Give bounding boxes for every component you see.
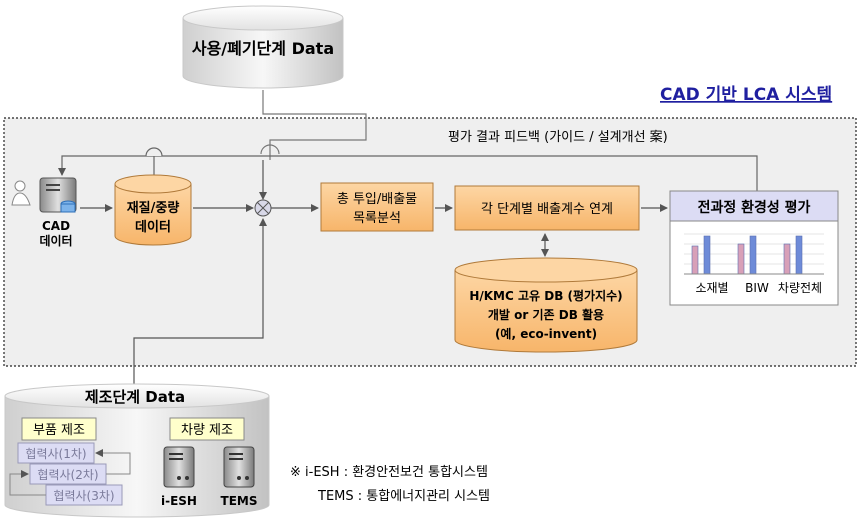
db-label-1: H/KMC 고유 DB (평가지수) xyxy=(469,288,622,303)
junction-node xyxy=(254,199,272,217)
mini-chart-bar xyxy=(795,235,803,275)
crossover-hump-1 xyxy=(260,144,280,155)
feedback-line xyxy=(58,155,758,191)
assessment-label-material: 소재별 xyxy=(695,281,728,295)
manufacturing-title: 제조단계 Data xyxy=(85,388,185,406)
assessment-title: 전과정 환경성 평가 xyxy=(698,199,811,216)
crossover-hump-2 xyxy=(145,147,163,157)
mini-chart-bar xyxy=(783,243,791,275)
assessment-label-biw: BIW xyxy=(745,281,769,295)
supplier-arrow-2 xyxy=(9,470,46,496)
feedback-label: 평가 결과 피드백 (가이드 / 설계개선 案) xyxy=(448,130,668,145)
usage-data-label: 사용/폐기단계 Data xyxy=(192,39,334,58)
material-label-1: 재질/중량 xyxy=(127,201,180,216)
supplier-1-box xyxy=(17,442,95,464)
vehicle-label: 차량 제조 xyxy=(181,423,233,438)
tems-label: TEMS xyxy=(221,494,258,508)
mini-chart-bar xyxy=(703,235,711,275)
assessment-label-vehicle: 차량전체 xyxy=(778,281,822,295)
db-label-3: (예, eco-invent) xyxy=(495,326,597,341)
inventory-label-2: 목록분석 xyxy=(353,211,401,226)
cad-label-1: CAD xyxy=(42,219,70,233)
iesh-server-icon xyxy=(163,446,195,488)
inventory-box xyxy=(320,182,434,232)
supplier-3-label: 협력사(3차) xyxy=(53,489,114,503)
vehicle-badge xyxy=(169,417,245,441)
usage-connector xyxy=(262,90,367,154)
assessment-mini-chart xyxy=(684,233,824,275)
parts-badge xyxy=(21,417,97,441)
manufacturing-connector xyxy=(133,218,267,388)
iesh-label: i-ESH xyxy=(161,494,197,508)
link-label: 각 단계별 배출계수 연계 xyxy=(481,202,613,217)
material-data-cylinder xyxy=(114,174,192,246)
note-iesh: ※ i-ESH : 환경안전보건 통합시스템 xyxy=(290,465,488,480)
cad-workstation-icon xyxy=(11,177,77,213)
material-label-2: 데이터 xyxy=(135,219,171,235)
tems-server-icon xyxy=(223,446,255,488)
mini-chart-bar xyxy=(737,243,745,275)
inventory-label-1: 총 투입/배출물 xyxy=(337,192,417,207)
link-box xyxy=(454,185,640,231)
db-cylinder xyxy=(454,257,638,353)
system-title: CAD 기반 LCA 시스템 xyxy=(660,85,832,105)
mini-chart-bar xyxy=(749,235,757,275)
note-tems: TEMS : 통합에너지관리 시스템 xyxy=(317,489,490,504)
supplier-arrow-1 xyxy=(95,449,131,475)
supplier-2-label: 협력사(2차) xyxy=(37,468,98,482)
mini-chart-bar xyxy=(691,245,699,275)
parts-label: 부품 제조 xyxy=(33,423,85,438)
usage-data-cylinder: 사용/폐기단계 Data xyxy=(182,5,344,89)
db-label-2: 개발 or 기존 DB 활용 xyxy=(488,307,604,322)
supplier-1-label: 협력사(1차) xyxy=(25,447,86,461)
cad-label-2: 데이터 xyxy=(39,233,72,248)
